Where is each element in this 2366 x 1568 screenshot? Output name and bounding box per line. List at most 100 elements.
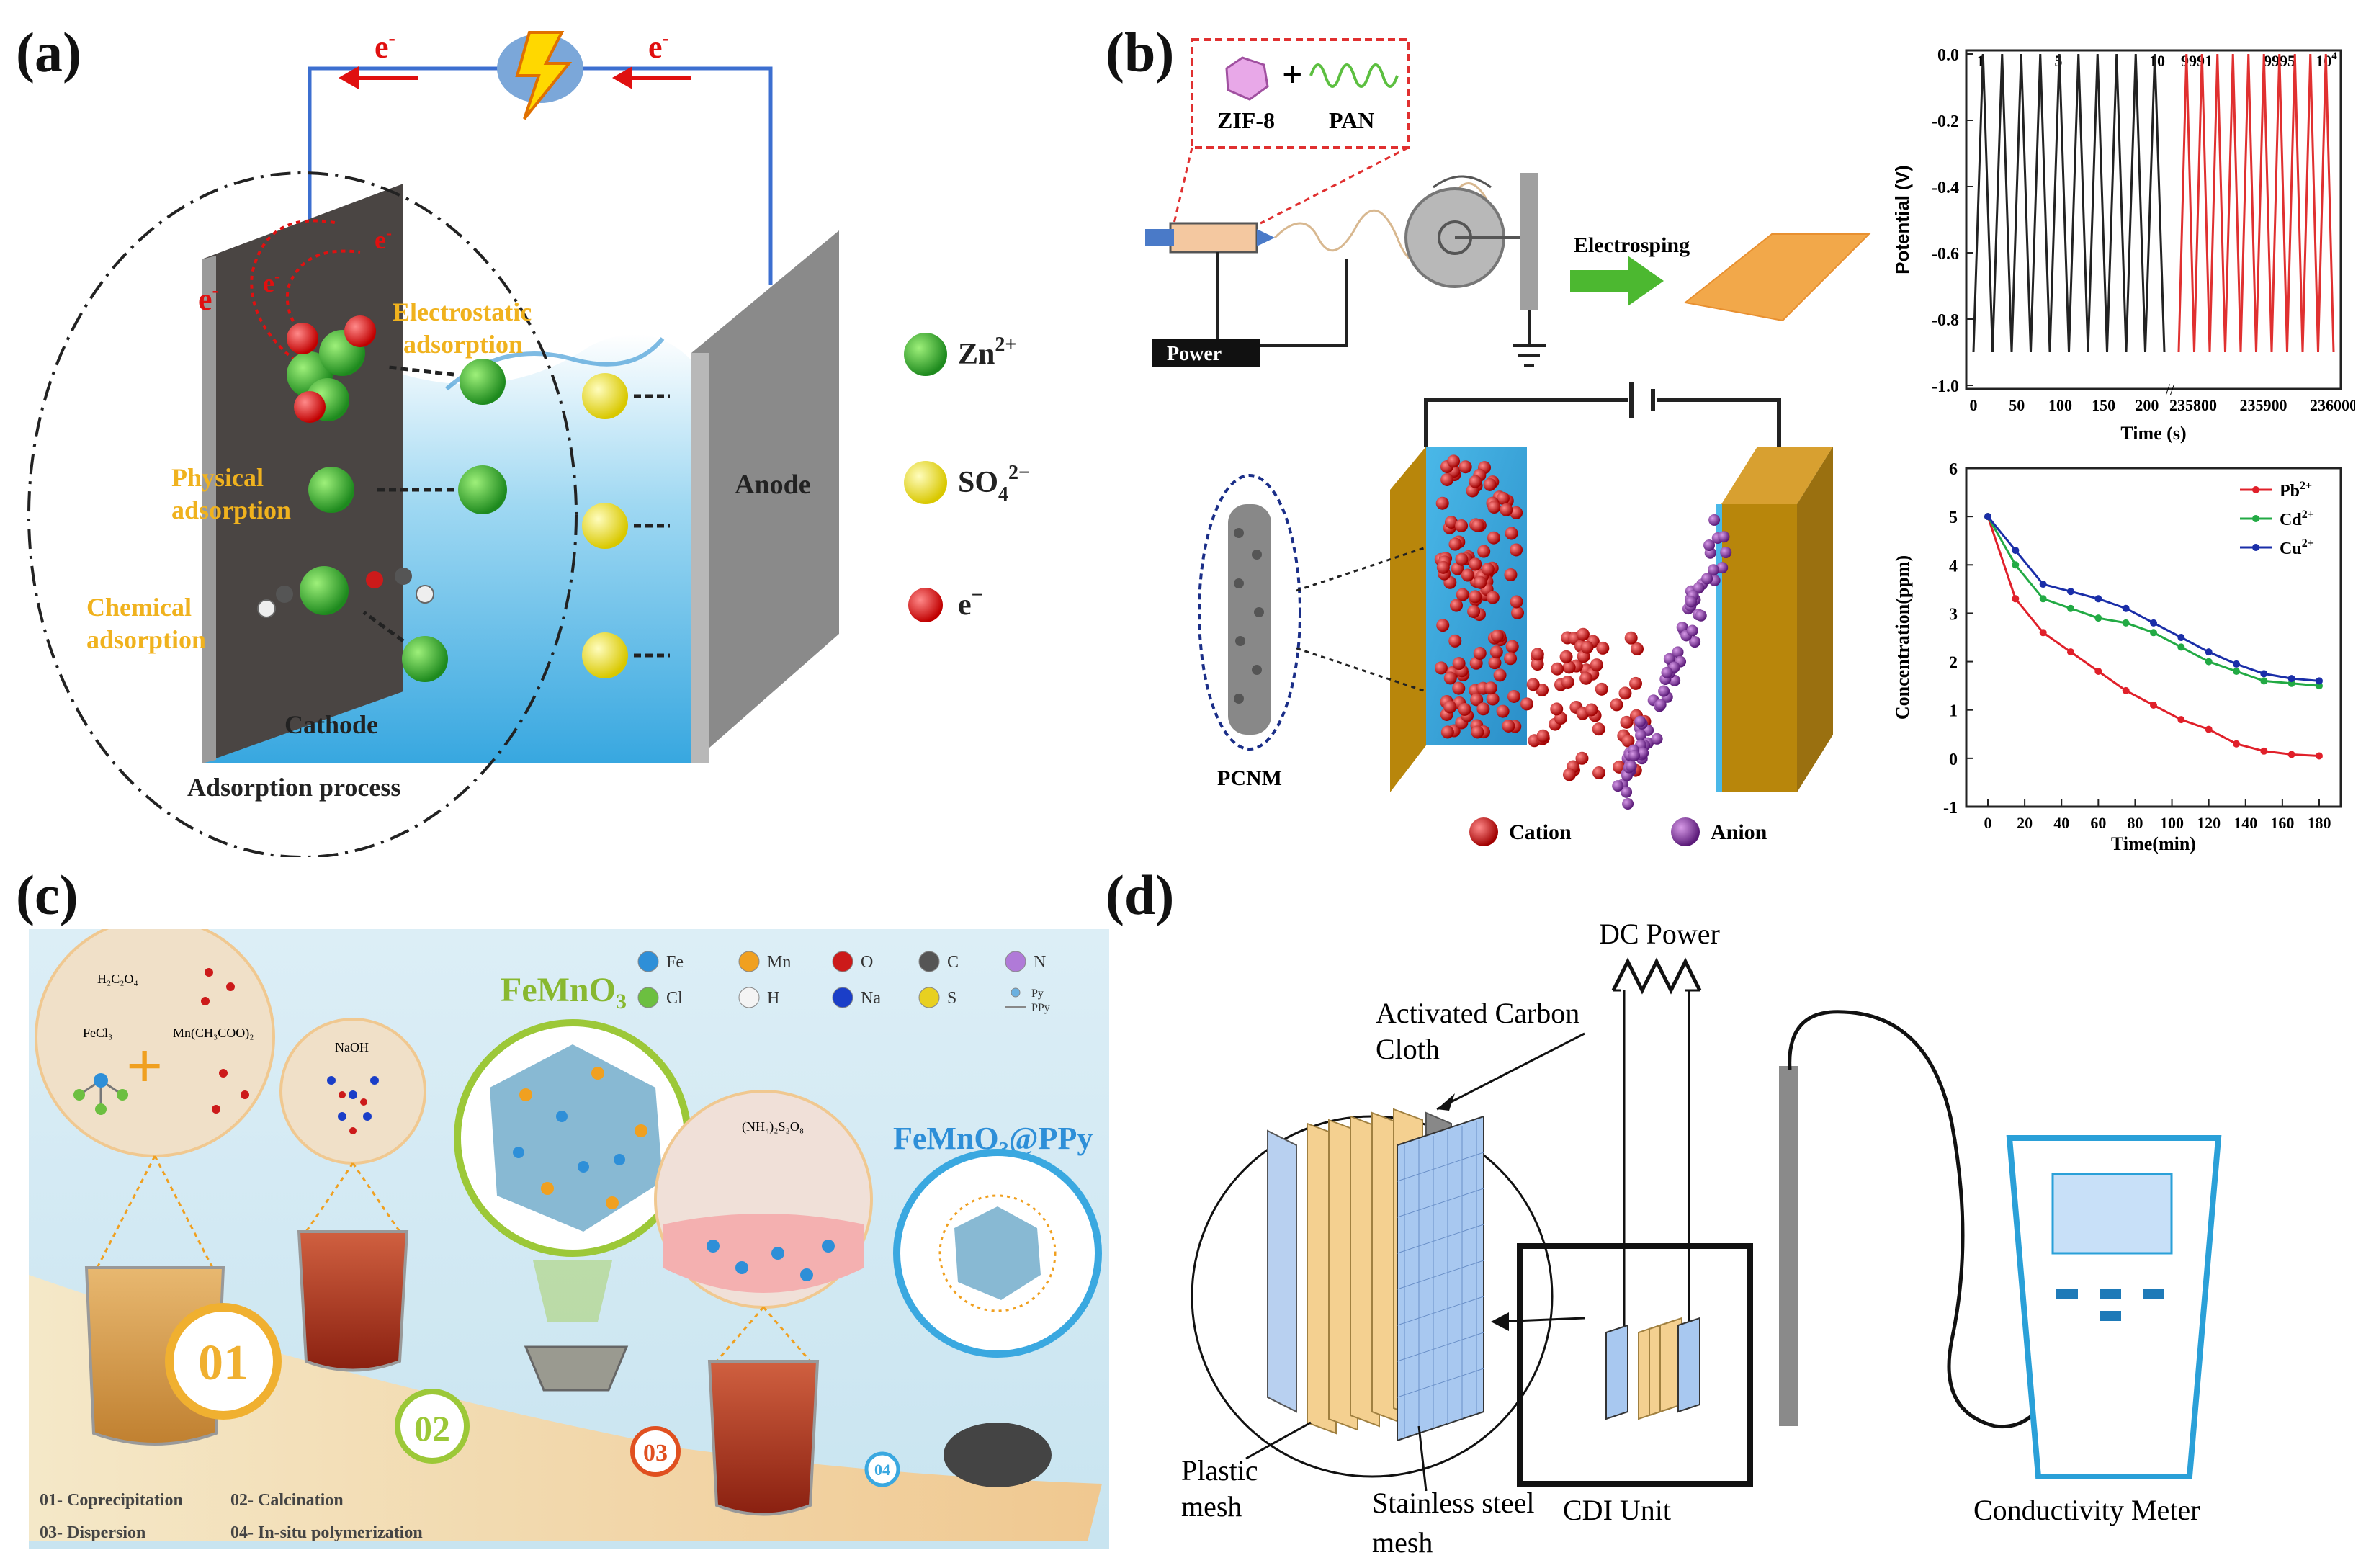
conc-point: [1984, 513, 1991, 521]
conc-point: [2122, 686, 2130, 694]
plus-sign: +: [1282, 54, 1303, 94]
anode-plate: [691, 230, 839, 763]
panel-d: DC Power Activated Carbon Cloth Plastic …: [1181, 918, 2222, 1559]
step-01-label: 01: [198, 1335, 248, 1391]
legend-label: Mn: [767, 953, 791, 972]
adsorption-ellipse: [27, 171, 578, 857]
conc-point: [2287, 675, 2295, 683]
cation-ion: [1488, 656, 1502, 670]
legend-so4: SO42−: [958, 462, 1030, 506]
legend-n-icon: [1005, 951, 1026, 972]
cycle-label: 1: [1977, 52, 1985, 70]
cation-ion: [1455, 519, 1469, 532]
potential-xtick-label: 50: [2009, 396, 2025, 414]
conc-point: [2012, 547, 2020, 555]
cation-ion: [1471, 725, 1484, 739]
panel-b: + ZIF-8 PAN Power Electrosping PCNM Cati…: [1145, 38, 1871, 846]
anion-ion: [1707, 564, 1719, 576]
legend-label: C: [947, 953, 959, 972]
step-note-3: 03- Dispersion: [40, 1523, 145, 1542]
pan-label: PAN: [1329, 107, 1374, 133]
conductivity-probe: [1779, 1066, 1798, 1426]
potential-ytick-label: -0.2: [1932, 112, 1959, 131]
conc-point: [2316, 677, 2323, 685]
conc-xtick-label: 180: [2308, 814, 2331, 832]
dc-power-label: DC Power: [1599, 918, 1720, 950]
cation-ion: [1550, 702, 1564, 716]
anion-ion: [1612, 780, 1624, 792]
cation-ion: [1443, 700, 1457, 714]
cation-ion: [1500, 503, 1513, 516]
anion-ion: [1708, 514, 1721, 526]
concentration-ylabel: Concentration(ppm): [1892, 555, 1913, 720]
conc-point: [2260, 747, 2268, 755]
anion-ion: [1621, 786, 1633, 798]
potential-series-final: [2177, 53, 2335, 353]
anion-ion: [1703, 539, 1716, 551]
conc-point: [2150, 629, 2157, 637]
legend-zn-ball: [904, 333, 947, 376]
cation-ion: [1631, 642, 1644, 655]
conc-point: [2287, 751, 2295, 758]
zif8-label: ZIF-8: [1217, 107, 1275, 133]
cation-ion: [1490, 629, 1504, 642]
electrostatic-label-2: adsorption: [403, 330, 523, 359]
cation-ion: [1487, 531, 1500, 545]
cation-ion: [1595, 682, 1608, 696]
conc-point: [2233, 668, 2240, 675]
conc-point: [2205, 658, 2213, 666]
legend-fe-icon: [637, 951, 659, 972]
cathode-label: Cathode: [284, 710, 378, 739]
cation-ion: [1536, 729, 1550, 743]
cation-ion: [1469, 475, 1482, 488]
physical-label: Physical: [171, 463, 264, 492]
conc-point: [2260, 670, 2268, 678]
meter-screen: [2051, 1173, 2173, 1255]
anion-ion: [1654, 699, 1667, 711]
anion-ion: [1637, 747, 1649, 759]
potential-xtick-label: 235800: [2169, 396, 2217, 414]
conc-point: [2094, 614, 2102, 622]
cation-ion: [1455, 552, 1469, 566]
stainless-mesh: [1397, 1115, 1484, 1442]
cation-ion: [1531, 658, 1544, 671]
physical-label-2: adsorption: [171, 496, 291, 524]
cation-ion: [1434, 661, 1448, 675]
legend-cl-icon: [637, 987, 659, 1008]
cation-ion: [1476, 702, 1490, 716]
legend-na-icon: [832, 987, 853, 1008]
panel-c-label: (c): [16, 864, 79, 926]
potential-xtick-label: 236000: [2310, 396, 2355, 414]
legend-o-icon: [832, 951, 853, 972]
cation-ion: [1444, 516, 1458, 529]
cation-ion: [1559, 650, 1573, 663]
legend-so4-ball: [904, 461, 947, 504]
left-electrode: [1390, 447, 1426, 792]
beaker-2: [297, 1230, 409, 1372]
conc-ytick-label: 0: [1949, 751, 1958, 769]
conc-point: [2094, 595, 2102, 603]
legend-c-icon: [918, 951, 940, 972]
cation-ion: [1474, 575, 1487, 589]
cation-ion: [1458, 460, 1472, 474]
conc-point: [2067, 604, 2074, 612]
cation-legend-ball: [1469, 817, 1498, 846]
cation-ion: [1456, 588, 1469, 601]
conc-legend-label: Cd2+: [2280, 509, 2314, 529]
conc-point: [2039, 595, 2047, 603]
electrostatic-label: Electrostatic: [393, 297, 532, 326]
anion-ion: [1672, 646, 1684, 658]
anion-legend-ball: [1671, 817, 1700, 846]
conc-series-cu: [1986, 516, 2320, 682]
conc-ytick-label: 3: [1949, 605, 1958, 624]
conc-point: [2122, 619, 2130, 627]
panel-d-label: (d): [1106, 864, 1175, 926]
electron-label-2: e-: [263, 267, 280, 297]
anion-ion: [1685, 596, 1698, 608]
conc-xtick-label: 100: [2160, 814, 2184, 832]
potential-xtick-label: 200: [2135, 396, 2159, 414]
cation-ion: [1504, 652, 1518, 666]
step-04: [864, 1451, 900, 1487]
pcnm-fiber: [1228, 504, 1271, 735]
